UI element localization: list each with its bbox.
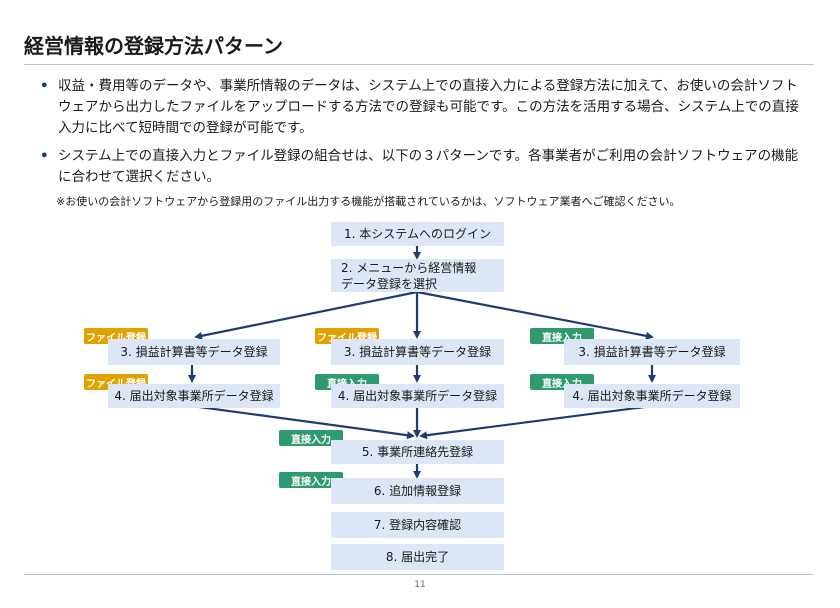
step-login-label: 1. 本システムへのログイン (344, 227, 491, 241)
step-menu-box: 2. メニューから経営情報 データ登録を選択 (331, 259, 504, 292)
note-text: ※お使いの会計ソフトウェアから登録用のファイル出力する機能が搭載されているかは、… (56, 195, 681, 208)
footer-divider (24, 574, 814, 575)
step-pl-center-label: 3. 損益計算書等データ登録 (343, 345, 492, 359)
page-number: 11 (414, 580, 426, 590)
step-menu-label-line1: 2. メニューから経営情報 (341, 260, 477, 275)
arrow-right-4-5 (419, 404, 653, 440)
step-office-right-box: 4. 届出対象事業所データ登録 (564, 384, 740, 408)
step-confirm-box: 7. 登録内容確認 (331, 512, 504, 538)
step-complete-label: 8. 届出完了 (385, 550, 450, 564)
step-additional-label: 6. 追加情報登録 (373, 484, 462, 498)
bullet-text: 収益・費用等のデータや、事業所情報のデータは、システム上での直接入力による登録方… (58, 78, 799, 136)
bullet-item-1: • 収益・費用等のデータや、事業所情報のデータは、システム上での直接入力による登… (40, 76, 800, 139)
step-office-center-label: 4. 届出対象事業所データ登録 (337, 389, 498, 403)
step-pl-right-label: 3. 損益計算書等データ登録 (578, 345, 726, 359)
step-pl-left-label: 3. 損益計算書等データ登録 (120, 345, 268, 359)
step-office-right-label: 4. 届出対象事業所データ登録 (572, 389, 732, 403)
bullet-item-2: • システム上での直接入力とファイル登録の組合せは、以下の３パターンです。各事業… (40, 146, 800, 188)
tag-direct-contact: 直接入力 (279, 430, 343, 446)
step-office-left-label: 4. 届出対象事業所データ登録 (114, 389, 274, 403)
step-menu-label-line2: データ登録を選択 (341, 276, 438, 291)
step-additional-box: 6. 追加情報登録 (331, 478, 504, 504)
step-contact-box: 5. 事業所連絡先登録 (331, 440, 504, 464)
bullet-marker: • (40, 78, 49, 94)
bullet-text: システム上での直接入力とファイル登録の組合せは、以下の３パターンです。各事業者が… (58, 148, 799, 185)
step-pl-left-box: 3. 損益計算書等データ登録 (108, 339, 280, 365)
arrow-2-left (194, 290, 418, 340)
step-office-center-box: 4. 届出対象事業所データ登録 (331, 384, 504, 408)
arrow-left-4-5 (191, 404, 415, 440)
step-contact-label: 5. 事業所連絡先登録 (361, 445, 474, 459)
arrow-2-right (416, 290, 654, 340)
bullet-marker: • (40, 148, 49, 164)
tag-direct-additional: 直接入力 (279, 472, 343, 488)
page-title: 経営情報の登録方法パターン (24, 34, 283, 58)
step-pl-center-box: 3. 損益計算書等データ登録 (331, 339, 504, 365)
step-confirm-label: 7. 登録内容確認 (373, 518, 462, 532)
step-office-left-box: 4. 届出対象事業所データ登録 (108, 384, 280, 408)
step-complete-box: 8. 届出完了 (331, 544, 504, 570)
step-pl-right-box: 3. 損益計算書等データ登録 (564, 339, 740, 365)
step-login-box: 1. 本システムへのログイン (331, 222, 504, 246)
title-divider (24, 64, 814, 65)
